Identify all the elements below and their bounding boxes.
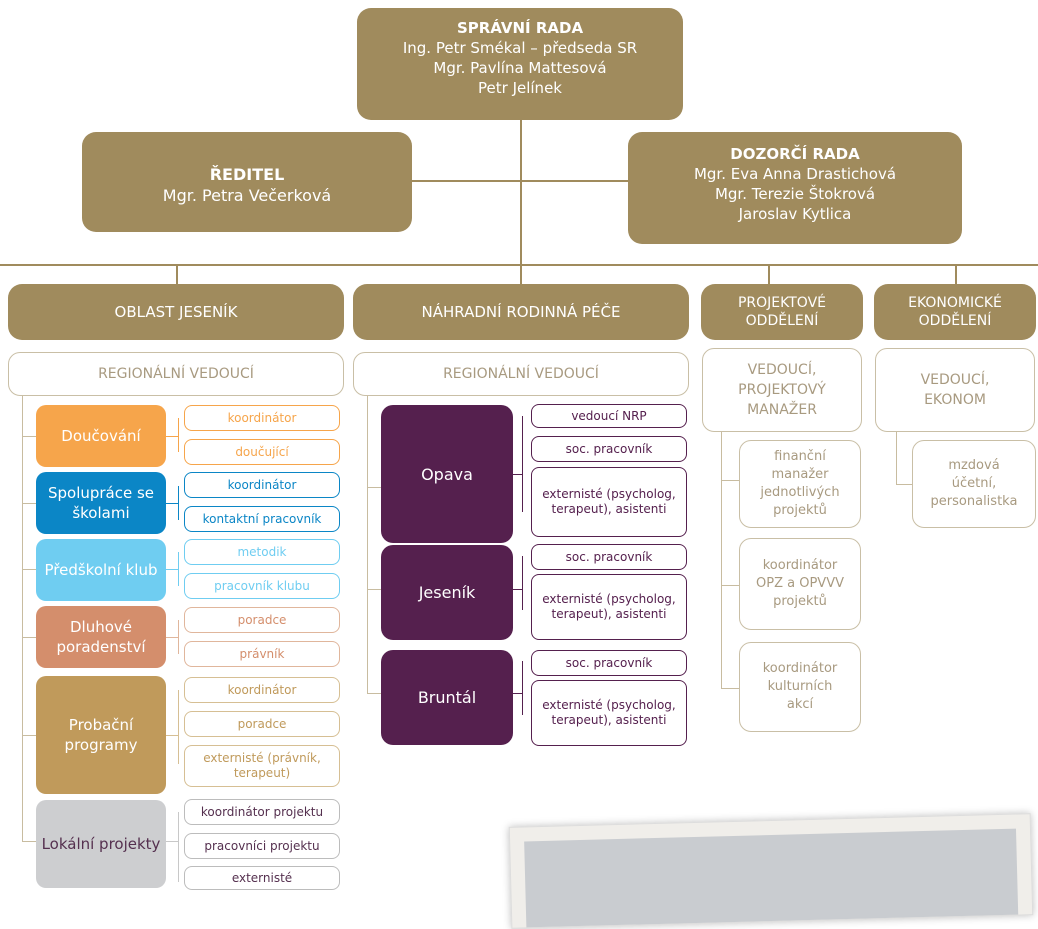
role-box: pracovníci projektu [184,833,340,859]
role-box: koordinátor [184,677,340,703]
supervisory-member: Mgr. Terezie Štokrová [714,185,876,203]
role-label: externisté (právník, terapeut) [203,751,321,780]
role-label: mzdová účetní, personalistka [930,458,1018,509]
role-box: koordinátor projektu [184,799,340,825]
nrp-role-box: soc. pracovník [531,650,687,676]
program-label: Doučování [61,427,141,445]
head-ekonom: VEDOUCÍ, EKONOM [875,348,1035,432]
program-dluhove: Dluhové poradenství [36,606,166,668]
nrp-role-box: soc. pracovník [531,436,687,462]
supervisory-member: Mgr. Eva Anna Drastichová [693,165,897,183]
director-box: ŘEDITEL Mgr. Petra Večerková [82,132,412,232]
board-box: SPRÁVNÍ RADA Ing. Petr Smékal – předseda… [357,8,683,120]
board-member: Mgr. Pavlína Mattesová [433,59,607,77]
role-label: externisté (psycholog, terapeut), asiste… [542,698,676,727]
role-label: vedoucí NRP [571,408,647,423]
photo-image [524,828,1019,928]
projekt-role-box: koordinátor kulturních akcí [739,642,861,732]
ekonom-role-box: mzdová účetní, personalistka [912,440,1036,528]
program-predskolni: Předškolní klub [36,539,166,601]
nrp-role-box: externisté (psycholog, terapeut), asiste… [531,680,687,746]
role-label: soc. pracovník [565,549,653,564]
role-box: koordinátor [184,405,340,431]
board-member: Petr Jelínek [478,79,562,97]
role-box: metodik [184,539,340,565]
board-member: Ing. Petr Smékal – předseda SR [402,39,638,57]
nrp-unit-label: Bruntál [417,688,477,707]
division-jesenik: OBLAST JESENÍK [8,284,344,340]
role-label: externisté (psycholog, terapeut), asiste… [542,487,676,516]
division-jesenik-label: OBLAST JESENÍK [114,303,238,321]
program-lokalni: Lokální projekty [36,800,166,888]
role-box: poradce [184,711,340,737]
role-box: doučující [184,439,340,465]
role-label: doučující [235,444,289,459]
program-label: Probační programy [64,716,138,754]
role-label: koordinátor OPZ a OPVVV projektů [756,558,844,609]
role-label: koordinátor kulturních akcí [762,661,838,712]
role-box: externisté [184,866,340,890]
role-label: soc. pracovník [565,655,653,670]
nrp-role-box: externisté (psycholog, terapeut), asiste… [531,574,687,640]
role-label: finanční manažer jednotlivých projektů [760,449,840,518]
program-spoluprace: Spolupráce se školami [36,472,166,534]
director-title: ŘEDITEL [209,165,285,184]
program-doucovani: Doučování [36,405,166,467]
role-box: kontaktní pracovník [184,506,340,532]
role-label: metodik [237,544,287,559]
head-projekt-label: VEDOUCÍ, PROJEKTOVÝ MANAŽER [738,362,826,418]
head-projekt: VEDOUCÍ, PROJEKTOVÝ MANAŽER [702,348,862,432]
division-nrp-label: NÁHRADNÍ RODINNÁ PÉČE [421,303,621,321]
nrp-role-box: externisté (psycholog, terapeut), asiste… [531,467,687,537]
role-box: právník [184,641,340,667]
role-label: externisté [231,870,293,885]
division-projekt: PROJEKTOVÉ ODDĚLENÍ [701,284,863,340]
nrp-role-box: soc. pracovník [531,544,687,570]
role-box: externisté (právník, terapeut) [184,745,340,787]
division-projekt-label: PROJEKTOVÉ ODDĚLENÍ [737,295,826,329]
head-nrp: REGIONÁLNÍ VEDOUCÍ [353,352,689,396]
role-label: koordinátor projektu [200,804,324,819]
role-box: koordinátor [184,472,340,498]
role-label: poradce [237,612,287,627]
nrp-role-box: vedoucí NRP [531,404,687,428]
board-title: SPRÁVNÍ RADA [456,19,584,37]
division-nrp: NÁHRADNÍ RODINNÁ PÉČE [353,284,689,340]
head-ekonom-label: VEDOUCÍ, EKONOM [920,372,990,408]
photo-frame [508,813,1034,929]
program-label: Spolupráce se školami [47,484,155,522]
role-label: soc. pracovník [565,441,653,456]
program-label: Lokální projekty [41,835,161,853]
role-label: externisté (psycholog, terapeut), asiste… [542,592,676,621]
role-label: poradce [237,716,287,731]
program-label: Předškolní klub [44,561,158,579]
role-label: kontaktní pracovník [202,511,322,526]
supervisory-member: Jaroslav Kytlica [738,205,852,223]
division-ekonom: EKONOMICKÉ ODDĚLENÍ [874,284,1036,340]
head-nrp-label: REGIONÁLNÍ VEDOUCÍ [443,366,599,382]
role-label: pracovníci projektu [204,838,320,853]
projekt-role-box: finanční manažer jednotlivých projektů [739,440,861,528]
role-box: poradce [184,607,340,633]
projekt-role-box: koordinátor OPZ a OPVVV projektů [739,538,861,630]
role-label: koordinátor [227,410,297,425]
head-jesenik-label: REGIONÁLNÍ VEDOUCÍ [98,366,254,382]
division-ekonom-label: EKONOMICKÉ ODDĚLENÍ [908,295,1002,329]
supervisory-title: DOZORČÍ RADA [730,145,860,163]
program-probacni: Probační programy [36,676,166,794]
supervisory-box: DOZORČÍ RADA Mgr. Eva Anna Drastichová M… [628,132,962,244]
nrp-unit-label: Opava [421,464,473,484]
role-label: právník [239,646,285,661]
role-label: koordinátor [227,682,297,697]
role-label: pracovník klubu [214,578,310,593]
nrp-unit-opava: Opava [381,405,513,543]
nrp-unit-jesenik: Jeseník [381,545,513,640]
head-jesenik: REGIONÁLNÍ VEDOUCÍ [8,352,344,396]
program-label: Dluhové poradenství [56,618,146,656]
role-box: pracovník klubu [184,573,340,599]
director-name: Mgr. Petra Večerková [162,186,332,205]
nrp-unit-bruntal: Bruntál [381,650,513,745]
nrp-unit-label: Jeseník [418,583,476,602]
role-label: koordinátor [227,477,297,492]
